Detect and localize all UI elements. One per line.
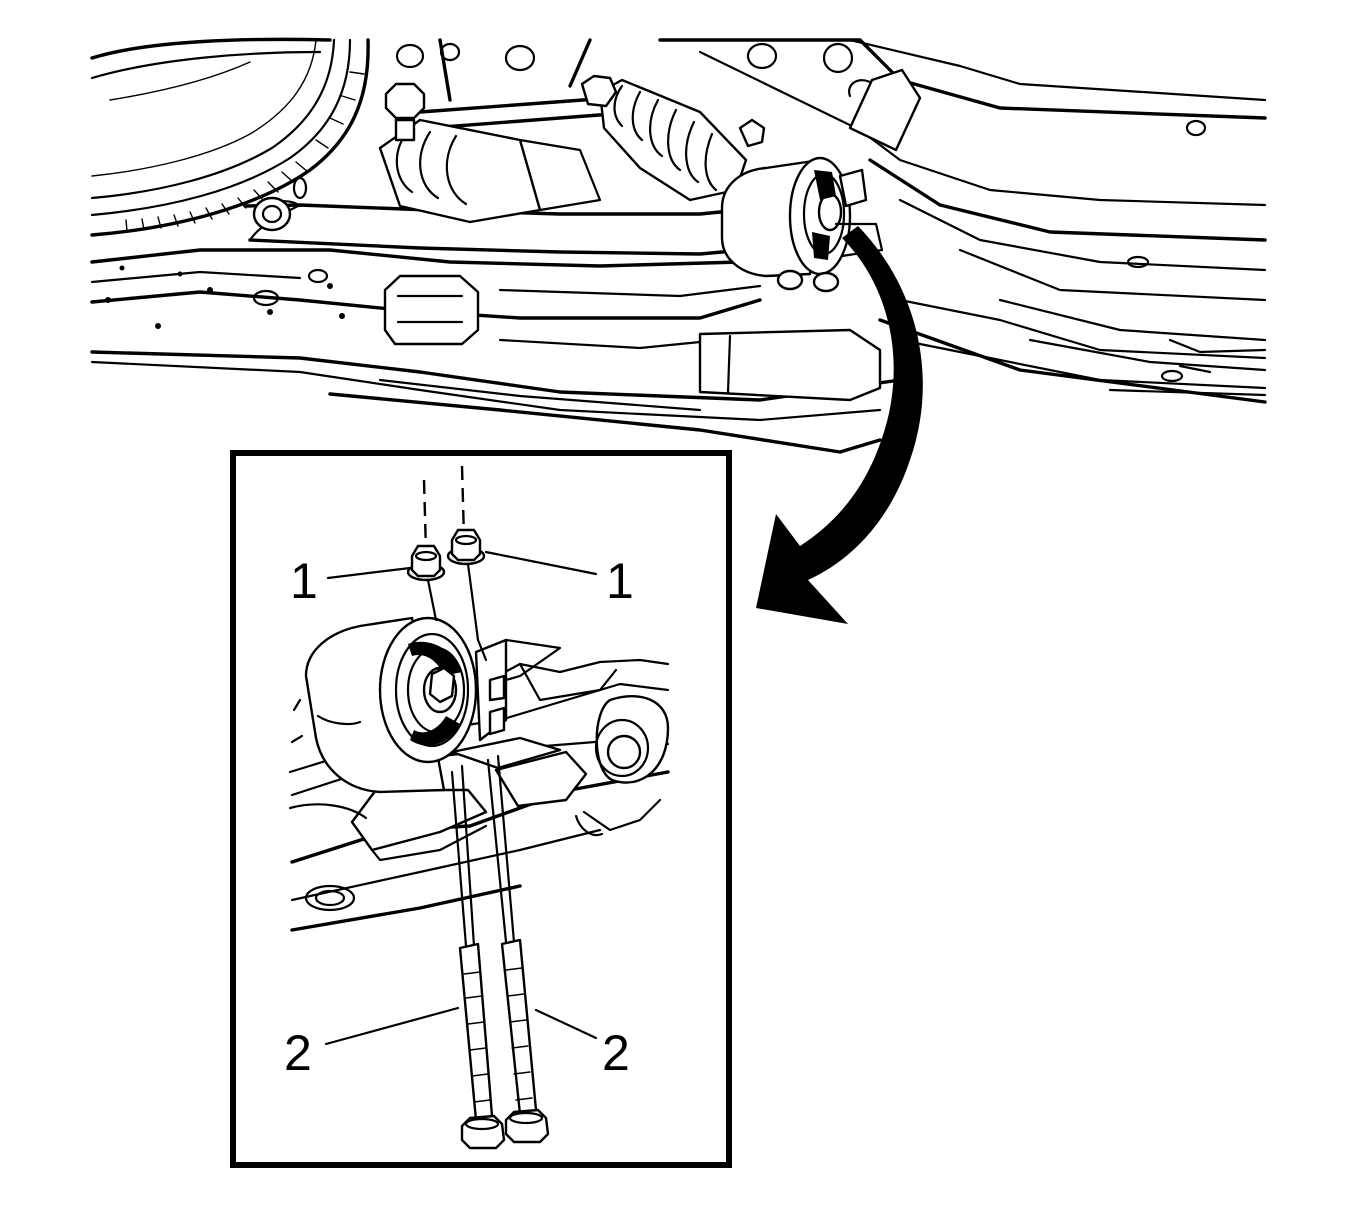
callout-bolt-left: 2 <box>284 1025 312 1081</box>
body-panel <box>395 38 1267 397</box>
inset-subframe <box>288 658 670 932</box>
flange-nut-right <box>446 528 486 566</box>
inset-bushing <box>304 616 562 794</box>
subframe <box>90 248 1267 454</box>
flange-nut-left <box>406 544 446 582</box>
wheel-tire <box>90 37 370 237</box>
control-arm <box>243 196 747 256</box>
leader-lines <box>324 550 598 1046</box>
detail-inset: 1 1 2 2 <box>230 450 732 1168</box>
callout-nut-right: 1 <box>606 553 634 609</box>
drive-shaft <box>292 74 766 224</box>
zoom-arrow <box>756 226 923 624</box>
overview-bushing <box>720 156 884 293</box>
fasteners <box>406 465 550 1150</box>
bolt-right <box>486 754 550 1144</box>
callout-nut-left: 1 <box>290 553 318 609</box>
bolt-left <box>450 764 506 1150</box>
vehicle-underbody-overview <box>90 37 1267 624</box>
callout-bolt-right: 2 <box>602 1025 630 1081</box>
